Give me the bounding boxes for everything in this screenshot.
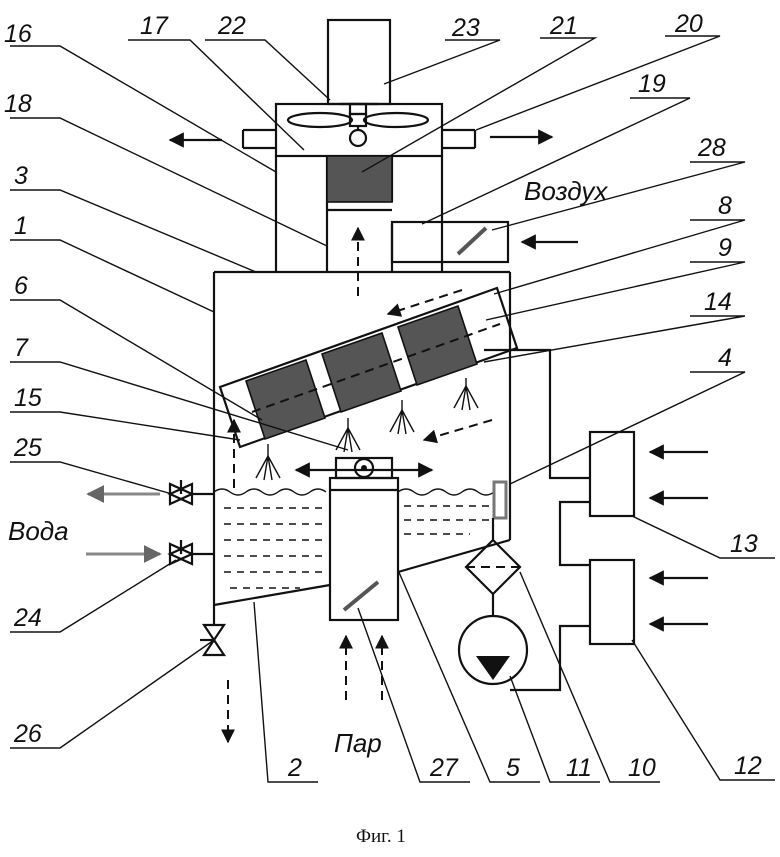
label-17: 17 <box>140 12 169 40</box>
label-1: 1 <box>14 212 28 240</box>
label-14: 14 <box>704 288 732 316</box>
label-20: 20 <box>674 10 703 38</box>
motor-housing <box>328 20 390 104</box>
label-22: 22 <box>217 12 246 40</box>
unit-12 <box>590 560 634 644</box>
fan-blade-right <box>364 113 428 127</box>
water-bath <box>214 489 494 588</box>
label-11: 11 <box>566 754 592 782</box>
filter-21 <box>327 156 392 202</box>
label-air: Воздух <box>524 176 608 206</box>
label-10: 10 <box>628 754 656 782</box>
label-25: 25 <box>13 434 42 462</box>
label-18: 18 <box>4 90 32 118</box>
panel-b <box>322 333 401 412</box>
fan-blade-left <box>288 113 352 127</box>
valve-25 <box>170 480 214 504</box>
label-2: 2 <box>287 754 302 782</box>
label-6: 6 <box>14 272 28 300</box>
label-16: 16 <box>4 20 32 48</box>
label-steam: Пар <box>334 728 382 758</box>
label-water: Вода <box>8 516 69 546</box>
label-3: 3 <box>14 162 28 190</box>
steam-damper-27 <box>344 582 378 610</box>
fan-hub <box>350 130 366 146</box>
leader-lines <box>10 36 775 782</box>
label-24: 24 <box>13 604 42 632</box>
label-12: 12 <box>734 752 762 780</box>
air-inlet-duct <box>392 222 508 262</box>
label-27: 27 <box>429 754 459 782</box>
label-15: 15 <box>14 384 42 412</box>
label-23: 23 <box>451 14 480 42</box>
air-damper-28 <box>458 228 486 254</box>
label-9: 9 <box>718 234 732 262</box>
label-28: 28 <box>697 134 726 162</box>
figure-caption: Фиг. 1 <box>356 826 406 847</box>
unit-13 <box>590 432 634 516</box>
level-sensor-4 <box>494 482 506 518</box>
label-8: 8 <box>718 192 732 220</box>
label-19: 19 <box>638 70 666 98</box>
label-7: 7 <box>14 334 29 362</box>
steam-tube-5 <box>330 478 398 620</box>
label-26: 26 <box>13 720 42 748</box>
airflow-bottom-arrow <box>424 420 492 440</box>
label-5: 5 <box>506 754 520 782</box>
label-21: 21 <box>549 12 578 40</box>
label-13: 13 <box>730 530 758 558</box>
label-4: 4 <box>718 344 732 372</box>
valve-24 <box>170 540 214 564</box>
